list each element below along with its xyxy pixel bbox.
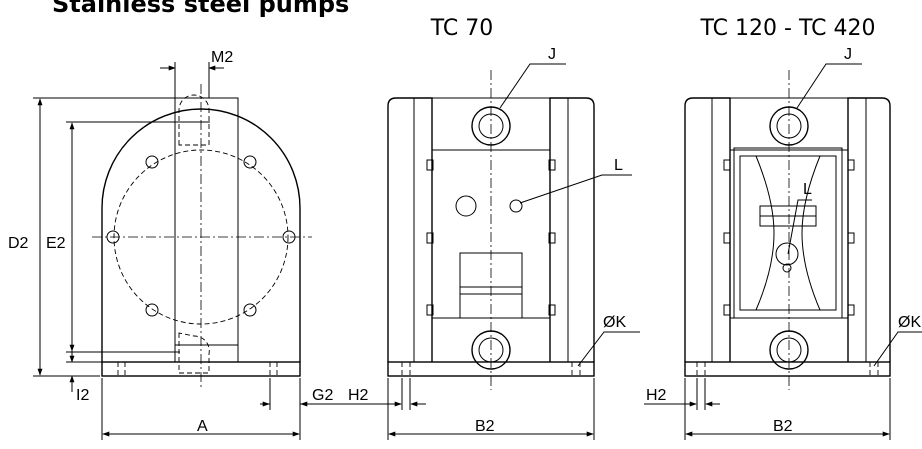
- tc120-label-l: L: [803, 181, 812, 198]
- tc120-view: TC 120 - TC 420: [644, 16, 922, 440]
- tc120-label-h2: H2: [646, 387, 667, 404]
- dim-label-e2: E2: [46, 235, 66, 252]
- dim-label-d2: D2: [8, 235, 29, 252]
- side-bolt-circle: [113, 149, 289, 325]
- tc70-title: TC 70: [430, 16, 494, 41]
- side-view: M2 D2 E2 I2 G2 A: [8, 49, 350, 440]
- tc120-label-b2: B2: [773, 418, 793, 435]
- dim-label-g2: G2: [312, 387, 333, 404]
- tc120-title: TC 120 - TC 420: [700, 16, 876, 41]
- dim-label-m2: M2: [211, 49, 233, 66]
- tc70-label-l: L: [614, 157, 623, 174]
- tc70-view: TC 70 J: [346, 16, 640, 440]
- tc70-label-j: J: [548, 46, 556, 63]
- tc120-label-j: J: [844, 46, 852, 63]
- dim-label-i2: I2: [76, 387, 89, 404]
- tc70-label-b2: B2: [475, 418, 495, 435]
- tc70-label-k: ØK: [603, 314, 626, 331]
- dim-label-a: A: [197, 418, 208, 435]
- tc70-label-h2: H2: [348, 387, 369, 404]
- page-heading: Stainless steel pumps: [52, 0, 349, 18]
- tc120-label-k: ØK: [898, 314, 921, 331]
